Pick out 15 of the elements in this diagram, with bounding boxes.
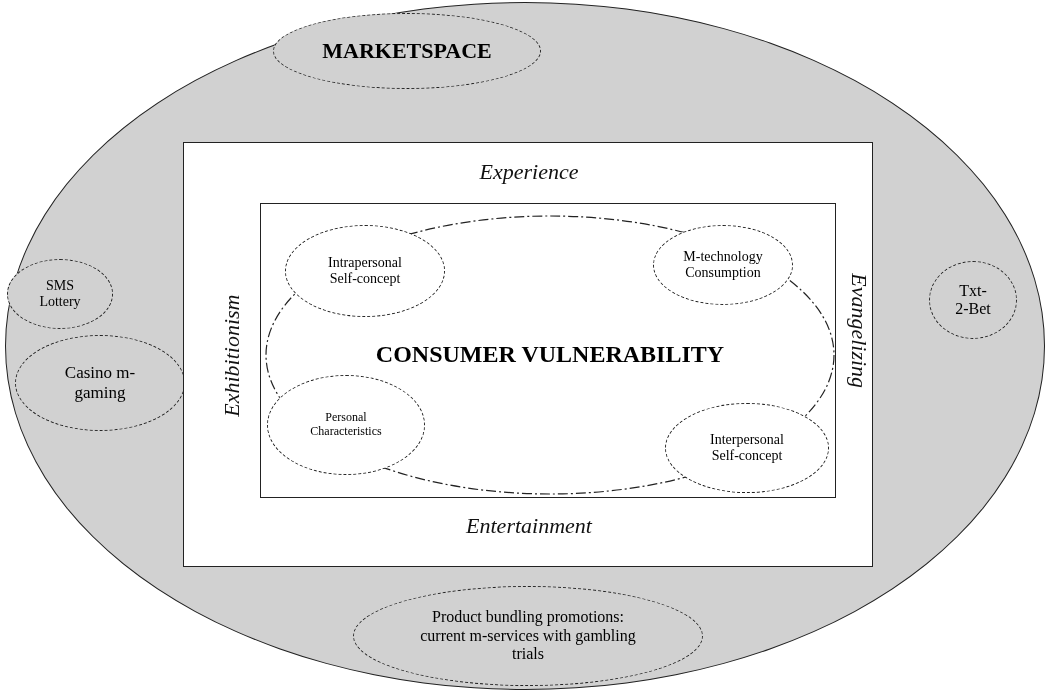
ellipse-label: M-technology Consumption	[682, 248, 764, 282]
frame-label: Experience	[478, 159, 580, 185]
heading-text: CONSUMER VULNERABILITY	[375, 341, 725, 369]
frame-label: Evangelizing	[846, 272, 872, 391]
ellipse-label: Intrapersonal Self-concept	[327, 254, 403, 288]
ellipse-label: Txt-2-Bet	[954, 281, 992, 319]
ellipse-label: Interpersonal Self-concept	[709, 431, 785, 465]
ellipse-label: Product bundling promotions: current m-services with gambling trials	[419, 608, 637, 664]
ellipse-label: Personal Characteristics	[309, 411, 383, 439]
ellipse-label: SMS Lottery	[38, 277, 82, 311]
frame-label: Entertainment	[465, 513, 594, 539]
heading-text: MARKETSPACE	[322, 38, 492, 64]
ellipse-label: Casino m-gaming	[63, 363, 137, 403]
rectangle-frame	[183, 142, 873, 567]
frame-label: Exhibitionism	[219, 293, 245, 419]
